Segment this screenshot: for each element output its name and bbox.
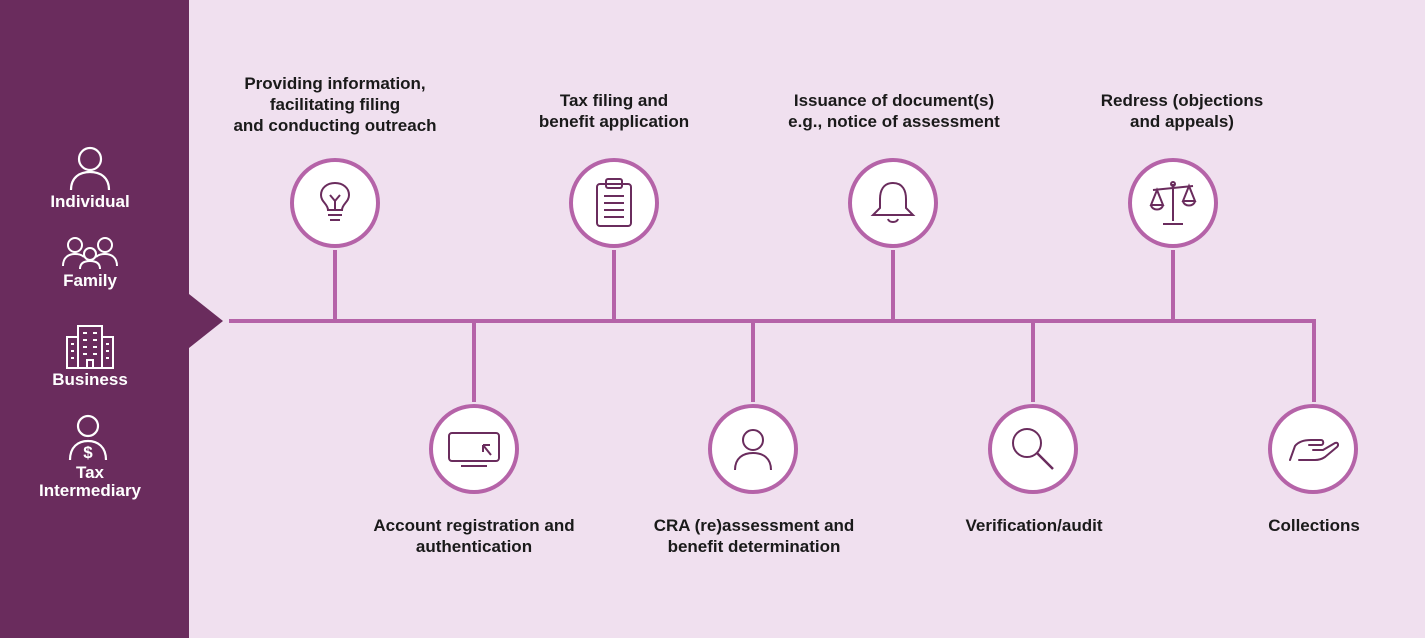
magnifier-icon [1012, 428, 1054, 470]
step-label-tax-filing: Tax filing and benefit application [538, 91, 690, 131]
entity-business: Business [0, 325, 180, 389]
step-circle-account-registration [429, 404, 519, 494]
person-icon [69, 146, 111, 191]
bell-icon [870, 181, 916, 223]
person-dollar-icon: $ [68, 414, 108, 462]
step-circle-tax-filing [569, 158, 659, 248]
entity-label: Individual [50, 192, 130, 211]
step-label-account-registration: Account registration and authentication [373, 516, 575, 556]
step-circle-collections [1268, 404, 1358, 494]
step-circle-providing-information [290, 158, 380, 248]
person-icon [734, 429, 772, 471]
monitor-cursor-icon [448, 432, 500, 467]
step-label-redress: Redress (objections and appeals) [1100, 91, 1264, 131]
step-circle-verification [988, 404, 1078, 494]
building-icon [66, 325, 114, 369]
step-circle-issuance [848, 158, 938, 248]
clipboard-icon [596, 178, 632, 227]
lightbulb-icon [319, 182, 351, 221]
svg-text:$: $ [83, 443, 93, 462]
step-label-issuance: Issuance of document(s) e.g., notice of … [788, 91, 1000, 131]
sidebar-arrow [189, 294, 223, 348]
entity-label: Tax Intermediary [38, 463, 142, 500]
entity-family: Family [0, 236, 180, 290]
entity-individual: Individual [0, 145, 180, 211]
step-label-providing-information: Providing information, facilitating fili… [233, 74, 437, 135]
entity-tax-intermediary: $ Tax Intermediary [0, 414, 180, 500]
step-label-collections: Collections [1268, 516, 1360, 535]
entity-label: Business [52, 370, 128, 389]
family-icon [62, 237, 118, 270]
scales-icon [1149, 181, 1197, 225]
step-label-verification: Verification/audit [965, 516, 1103, 535]
hand-icon [1289, 439, 1339, 461]
step-circle-cra-reassessment [708, 404, 798, 494]
entity-label: Family [63, 271, 117, 290]
step-label-cra-reassessment: CRA (re)assessment and benefit determina… [653, 516, 855, 556]
sidebar-panel: Individual Family Bu [0, 0, 189, 638]
step-circle-redress [1128, 158, 1218, 248]
